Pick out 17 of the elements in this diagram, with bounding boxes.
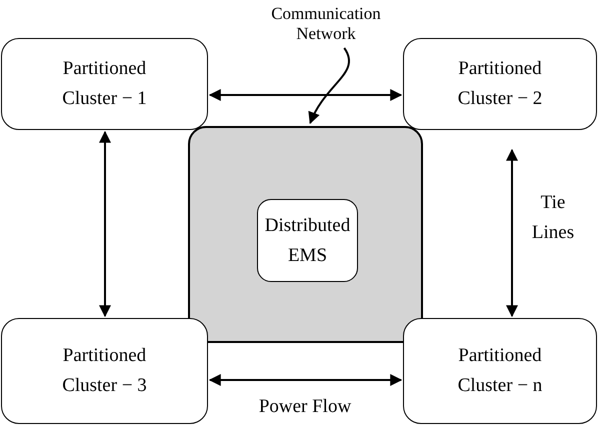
node-text: Partitioned Cluster − 1 bbox=[61, 57, 148, 111]
arrow bbox=[208, 89, 402, 101]
node-text: Distributed EMS bbox=[264, 214, 352, 268]
cluster-box bbox=[403, 318, 597, 424]
ems-box bbox=[257, 199, 358, 282]
node-text: Communication Network bbox=[270, 4, 382, 44]
node-text: Partitioned Cluster − 3 bbox=[61, 344, 148, 398]
arrow bbox=[309, 48, 350, 124]
arrow bbox=[208, 374, 402, 386]
node-text: Partitioned Cluster − n bbox=[456, 344, 544, 398]
cluster-box bbox=[403, 38, 597, 130]
node-text: Partitioned Cluster − 2 bbox=[456, 57, 544, 111]
arrow bbox=[99, 130, 111, 318]
cluster-box bbox=[1, 318, 208, 424]
cluster-box bbox=[1, 38, 208, 130]
ems-container-box bbox=[188, 126, 423, 343]
arrow bbox=[506, 148, 518, 318]
